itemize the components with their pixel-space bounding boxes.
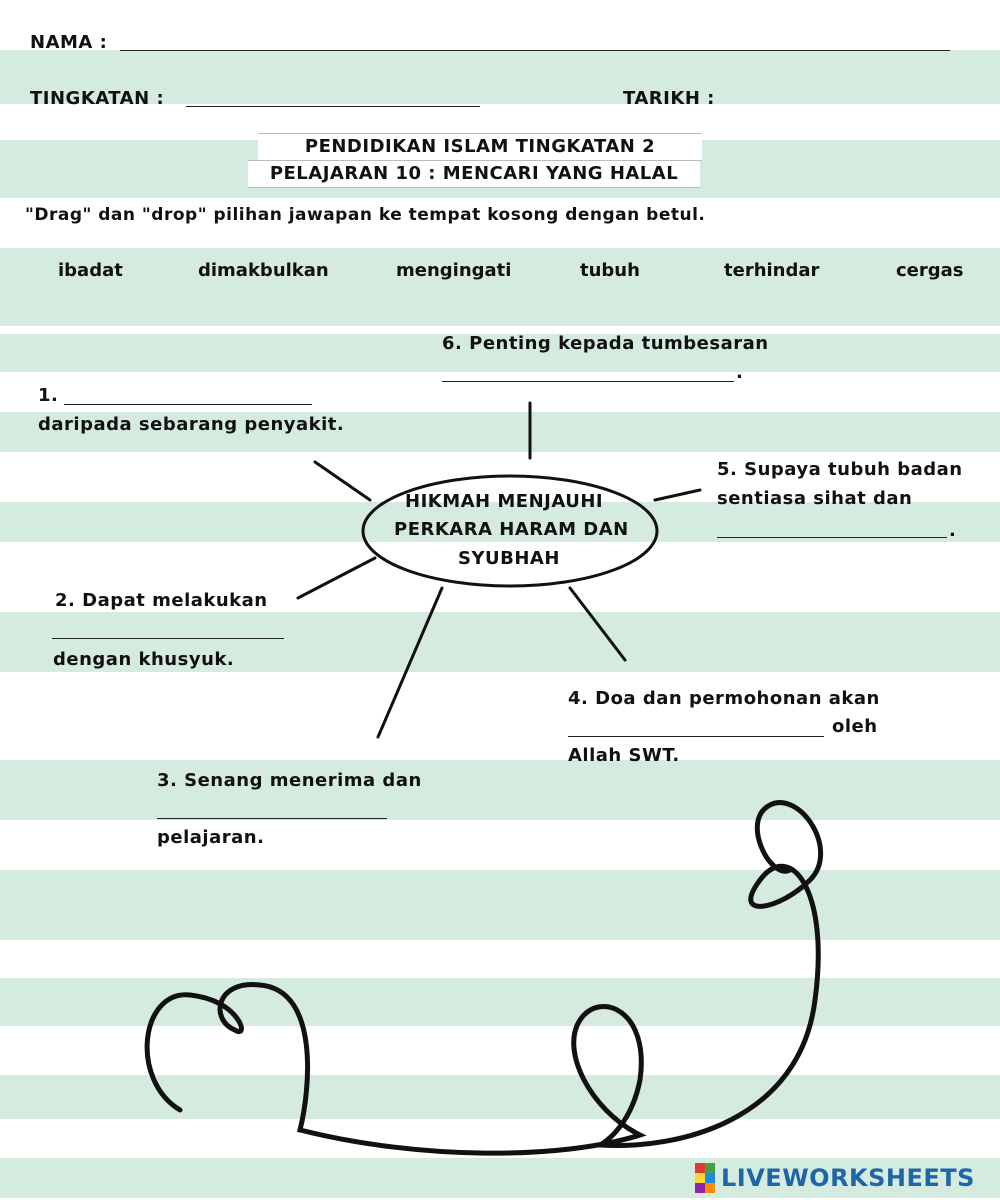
answer-option[interactable]: dimakbulkan <box>198 260 329 281</box>
q1-blank[interactable] <box>64 380 312 405</box>
nama-field[interactable] <box>120 50 950 51</box>
bg-stripe <box>0 870 1000 940</box>
bg-stripe <box>0 248 1000 326</box>
instruction-text: "Drag" dan "drop" pilihan jawapan ke tem… <box>25 205 706 225</box>
title-line-2: PELAJARAN 10 : MENCARI YANG HALAL <box>248 160 700 188</box>
q1-text: daripada sebarang penyakit. <box>38 414 345 435</box>
q1-number: 1. <box>38 385 59 406</box>
bg-stripe <box>0 334 1000 372</box>
answer-option[interactable]: terhindar <box>724 260 820 281</box>
q2-text: 2. Dapat melakukan <box>55 590 268 611</box>
center-title-2: PERKARA HARAM DAN <box>394 519 629 540</box>
tarikh-label: TARIKH : <box>623 88 715 109</box>
bg-stripe <box>0 760 1000 820</box>
q5-text-2: sentiasa sihat dan <box>717 488 913 509</box>
bg-stripe <box>0 412 1000 452</box>
center-title-1: HIKMAH MENJAUHI <box>405 491 604 512</box>
tingkatan-field[interactable] <box>186 106 480 107</box>
scribble-decoration <box>144 800 824 1156</box>
q3-blank[interactable] <box>157 794 387 819</box>
q4-after: Allah SWT. <box>568 745 680 766</box>
bg-stripe <box>0 502 1000 542</box>
q4-blank[interactable] <box>568 712 824 737</box>
bg-stripe <box>0 612 1000 672</box>
bg-stripe <box>0 50 1000 104</box>
bg-stripe <box>0 1158 1000 1198</box>
logo-text: LIVEWORKSHEETS <box>721 1164 975 1192</box>
nama-label: NAMA : <box>30 32 108 53</box>
q2-after: dengan khusyuk. <box>53 649 235 670</box>
q4-text: 4. Doa dan permohonan akan <box>568 688 880 709</box>
liveworksheets-logo: LIVEWORKSHEETS <box>695 1160 975 1196</box>
title-text-1: PENDIDIKAN ISLAM TINGKATAN 2 <box>304 136 656 157</box>
q2-blank[interactable] <box>52 614 284 639</box>
center-title-3: SYUBHAH <box>458 548 560 569</box>
answer-option[interactable]: mengingati <box>396 260 512 281</box>
answer-option[interactable]: ibadat <box>58 260 123 281</box>
spoke-2 <box>296 556 377 600</box>
q6-end: . <box>736 362 744 383</box>
q3-text: 3. Senang menerima dan <box>157 770 422 791</box>
title-line-1: PENDIDIKAN ISLAM TINGKATAN 2 <box>258 133 702 161</box>
q5-text-1: 5. Supaya tubuh badan <box>717 459 963 480</box>
q6-blank[interactable] <box>442 357 734 382</box>
title-text-2: PELAJARAN 10 : MENCARI YANG HALAL <box>269 163 679 184</box>
spoke-1 <box>313 460 372 502</box>
tingkatan-label: TINGKATAN : <box>30 88 165 109</box>
q6-text: 6. Penting kepada tumbesaran <box>442 333 769 354</box>
spoke-5 <box>653 488 702 502</box>
q4-oleh: oleh <box>832 716 878 737</box>
spoke-4 <box>568 586 627 662</box>
spoke-3 <box>376 586 444 739</box>
answer-option[interactable]: tubuh <box>580 260 640 281</box>
q5-end: . <box>949 520 957 541</box>
center-ellipse <box>361 474 659 588</box>
answer-option[interactable]: cergas <box>896 260 964 281</box>
q3-after: pelajaran. <box>157 827 265 848</box>
q5-blank[interactable] <box>717 513 947 538</box>
logo-mark-icon <box>695 1163 715 1193</box>
